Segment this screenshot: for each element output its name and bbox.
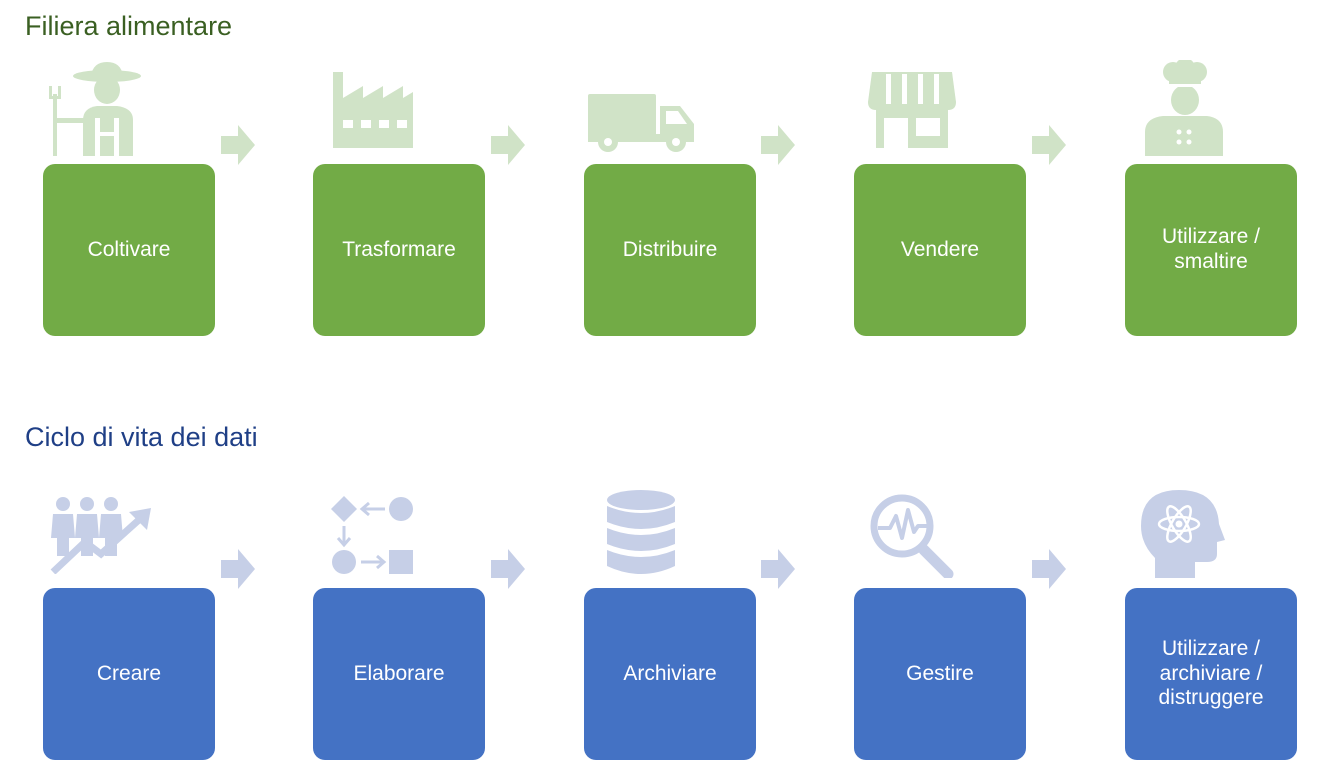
arrow-right-icon (221, 125, 255, 165)
food-stage-box: Distribuire (584, 164, 756, 336)
stage-label: Distribuire (622, 237, 718, 261)
process-flow-icon (331, 496, 413, 574)
database-icon (607, 490, 675, 574)
food-stage-box: Vendere (854, 164, 1026, 336)
data-lifecycle-title: Ciclo di vita dei dati (25, 422, 258, 452)
data-stage-box: Creare (43, 588, 215, 760)
food-chain-title: Filiera alimentare (25, 11, 233, 41)
data-stage-box: Elaborare (313, 588, 485, 760)
data-stage-box: Utilizzare / archiviare / distruggere (1125, 588, 1297, 760)
stage-label: Utilizzare / smaltire (1161, 225, 1261, 273)
arrow-right-icon (1032, 125, 1066, 165)
factory-icon (333, 72, 413, 148)
stage-label: Utilizzare / archiviare / distruggere (1158, 636, 1264, 710)
arrow-right-icon (761, 549, 795, 589)
arrow-right-icon (491, 125, 525, 165)
stage-label: Elaborare (353, 661, 445, 685)
arrow-right-icon (1032, 549, 1066, 589)
data-stage-box: Gestire (854, 588, 1026, 760)
food-stage-box: Utilizzare / smaltire (1125, 164, 1297, 336)
farmer-icon (49, 62, 141, 156)
stage-label: Trasformare (342, 237, 456, 261)
stage-label: Vendere (900, 237, 980, 261)
stage-label: Coltivare (87, 237, 171, 261)
stage-label: Creare (96, 661, 162, 685)
food-stage-box: Coltivare (43, 164, 215, 336)
arrow-right-icon (221, 549, 255, 589)
food-stage-box: Trasformare (313, 164, 485, 336)
arrow-right-icon (761, 125, 795, 165)
shop-icon (868, 72, 956, 148)
stage-label: Archiviare (623, 661, 717, 685)
arrow-right-icon (491, 549, 525, 589)
brain-atom-icon (1141, 490, 1225, 578)
magnifier-pulse-icon (870, 494, 954, 578)
truck-icon (588, 94, 694, 152)
data-stage-box: Archiviare (584, 588, 756, 760)
people-growth-icon (50, 497, 151, 574)
chef-icon (1145, 60, 1223, 156)
stage-label: Gestire (906, 661, 974, 685)
